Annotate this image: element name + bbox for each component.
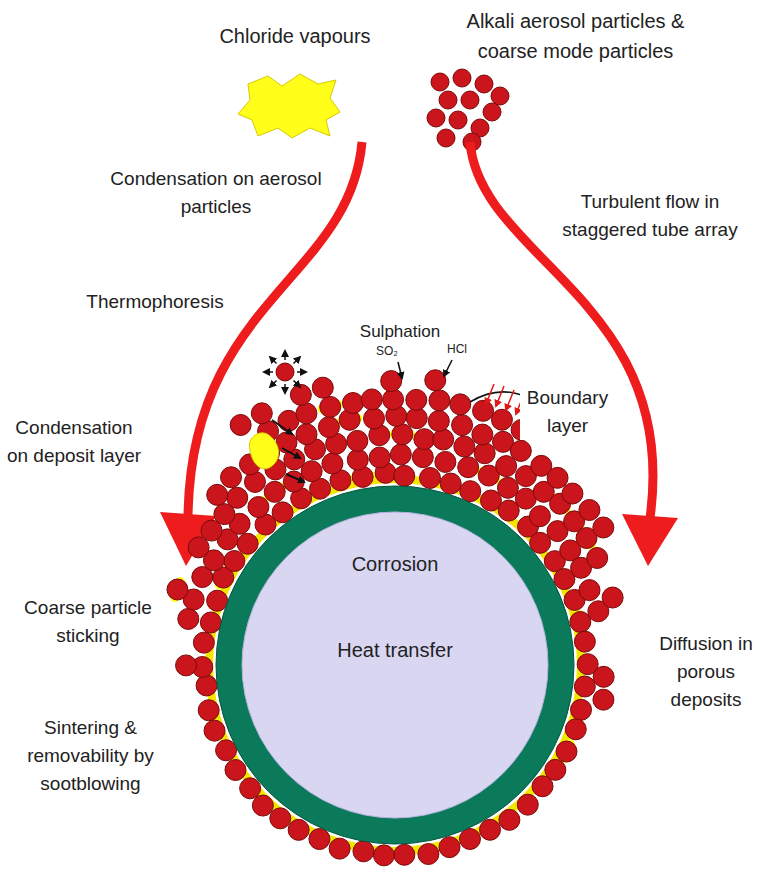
- vapour-droplet: [249, 433, 278, 469]
- tube-core-label: Heat transfer: [335, 636, 455, 664]
- deposition-arrow: [272, 420, 292, 434]
- deposit-particles: [167, 370, 623, 866]
- tube-label: Corrosion: [315, 550, 475, 578]
- annotation-label: Chloride vapours: [190, 22, 400, 50]
- sulphation-arrow: [398, 362, 402, 378]
- annotation-label: Boundary layer: [520, 384, 615, 440]
- deposition-arrow: [282, 448, 300, 458]
- boundary-arrows: [486, 384, 524, 414]
- annotation-label: Alkali aerosol particles & coarse mode p…: [448, 6, 703, 66]
- annotation-label: Condensation on aerosol particles: [105, 165, 327, 221]
- boiler-tube: CorrosionHeat transfer: [215, 485, 575, 845]
- sulphation-arrow: [444, 360, 452, 376]
- annotation-label: Sintering & removability by sootblowing: [8, 714, 173, 798]
- annotation-label: Turbulent flow in staggered tube array: [540, 188, 760, 244]
- annotation-label: Coarse particle sticking: [8, 594, 168, 650]
- tube-wall: [215, 485, 575, 845]
- aerosol-particles: [427, 69, 509, 151]
- annotation-label: Condensation on deposit layer: [4, 414, 144, 470]
- annotation-label: Diffusion in porous deposits: [650, 630, 762, 714]
- chloride-vapour-blob: [238, 74, 340, 138]
- annotation-label: HCl: [440, 341, 474, 357]
- flow-arrowhead-right: [622, 514, 678, 566]
- annotation-label: Sulphation: [345, 318, 455, 346]
- annotation-label: SO₂: [372, 343, 402, 359]
- deposition-arrow: [286, 474, 304, 482]
- thermophoresis-symbol: [264, 351, 306, 393]
- annotation-label: Thermophoresis: [65, 288, 245, 316]
- condensate-layer: [209, 479, 581, 851]
